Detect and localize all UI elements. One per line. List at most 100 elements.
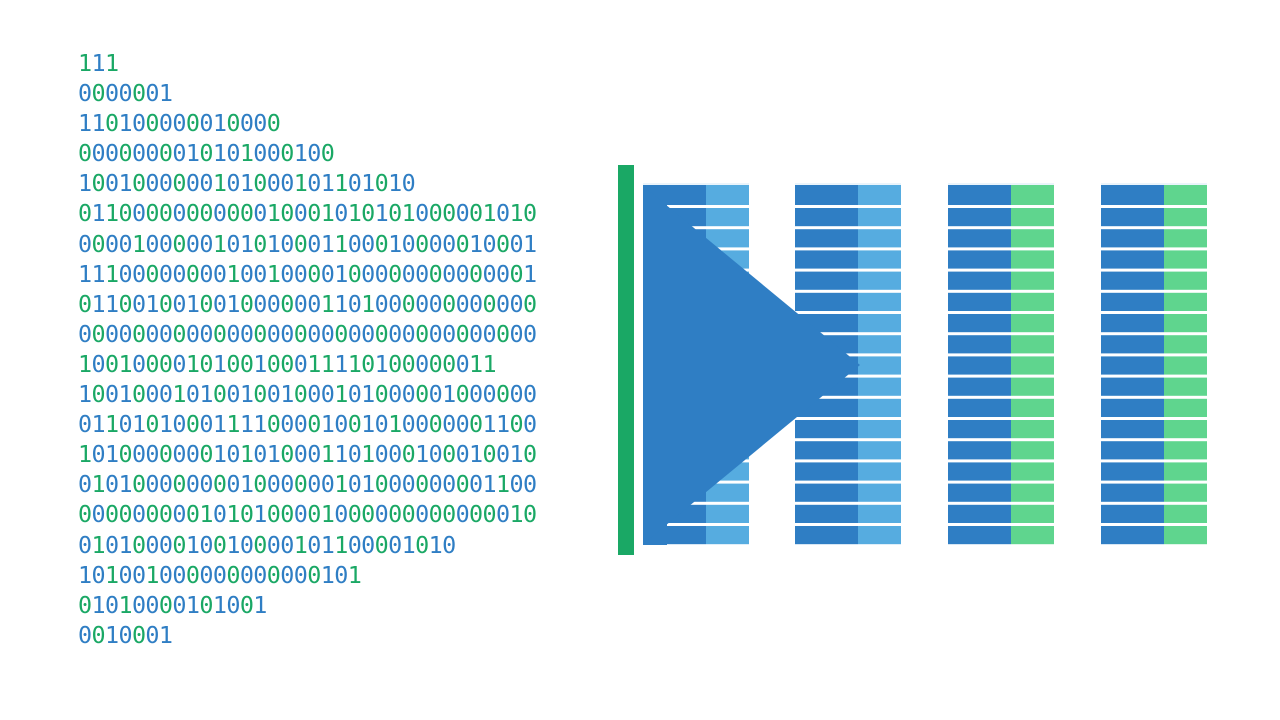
binary-digit: 0 — [280, 500, 294, 529]
binary-digit: 0 — [131, 440, 146, 469]
binary-digit: 1 — [361, 169, 375, 198]
binary-digit: 0 — [199, 229, 213, 258]
binary-digit: 1 — [361, 440, 375, 469]
binary-digit: 1 — [239, 380, 254, 409]
binary-digit: 1 — [307, 349, 321, 378]
binary-digit: 0 — [469, 410, 483, 439]
column-stripe — [795, 395, 901, 399]
binary-digit: 0 — [469, 199, 483, 228]
binary-digit: 1 — [78, 109, 92, 138]
column-stripe — [1101, 268, 1207, 272]
binary-digit: 0 — [320, 470, 335, 499]
binary-digit: 0 — [280, 349, 294, 378]
binary-digit: 1 — [212, 229, 227, 258]
binary-digit: 0 — [158, 229, 173, 258]
binary-digit: 0 — [334, 500, 348, 529]
column-stripe — [795, 438, 901, 442]
binary-digit: 1 — [428, 530, 443, 559]
binary-digit: 1 — [91, 199, 105, 228]
binary-digit: 0 — [509, 380, 524, 409]
binary-digit: 0 — [118, 139, 132, 168]
binary-digit: 0 — [239, 500, 254, 529]
binary-digit: 0 — [428, 470, 443, 499]
binary-digit: 0 — [374, 530, 389, 559]
binary-digit: 0 — [145, 169, 159, 198]
column-accent-band — [1164, 183, 1207, 545]
binary-digit: 1 — [293, 530, 308, 559]
binary-digit: 0 — [482, 380, 497, 409]
binary-digit: 0 — [253, 229, 267, 258]
binary-digit: 0 — [347, 289, 362, 318]
binary-digit: 0 — [307, 199, 321, 228]
binary-digit: 0 — [253, 289, 267, 318]
binary-digit: 0 — [347, 500, 362, 529]
binary-digit: 0 — [145, 470, 159, 499]
binary-digit: 0 — [239, 530, 254, 559]
binary-digit: 0 — [226, 440, 240, 469]
binary-digit: 0 — [280, 169, 294, 198]
binary-digit: 1 — [131, 229, 146, 258]
binary-digit: 0 — [118, 500, 132, 529]
binary-digit: 0 — [280, 139, 294, 168]
binary-digit: 0 — [415, 289, 429, 318]
binary-digit: 0 — [347, 319, 362, 348]
binary-digit: 1 — [496, 470, 510, 499]
binary-digit: 0 — [158, 169, 173, 198]
column-top-edge — [795, 183, 901, 185]
binary-digit: 0 — [496, 229, 510, 258]
binary-digit: 0 — [401, 500, 416, 529]
binary-digit: 0 — [91, 169, 105, 198]
binary-digit: 0 — [91, 500, 105, 529]
binary-digit: 0 — [131, 470, 146, 499]
binary-digit: 0 — [131, 500, 146, 529]
binary-digit: 0 — [509, 410, 524, 439]
binary-digit: 0 — [482, 500, 497, 529]
binary-digit: 0 — [131, 199, 146, 228]
binary-digit: 1 — [334, 380, 348, 409]
binary-digit: 0 — [455, 229, 470, 258]
binary-digit: 0 — [104, 590, 119, 619]
binary-digit: 0 — [118, 440, 132, 469]
binary-digit: 1 — [522, 259, 537, 288]
binary-digit: 1 — [320, 289, 335, 318]
binary-line: 0000000000000000000000000000000000 — [78, 319, 537, 349]
binary-digit: 0 — [415, 229, 429, 258]
binary-digit: 0 — [307, 530, 321, 559]
binary-digit: 0 — [509, 319, 524, 348]
binary-digit: 0 — [334, 560, 348, 589]
binary-digit: 1 — [226, 410, 240, 439]
binary-digit: 1 — [280, 380, 294, 409]
binary-digit: 0 — [374, 259, 389, 288]
column-stripe — [948, 544, 1054, 548]
binary-digit: 0 — [253, 259, 267, 288]
binary-digit: 0 — [401, 440, 416, 469]
binary-digit: 0 — [118, 560, 132, 589]
binary-digit: 0 — [455, 500, 470, 529]
binary-digit: 1 — [158, 410, 173, 439]
binary-digit: 0 — [361, 500, 375, 529]
column-stripe — [948, 501, 1054, 505]
binary-digit: 1 — [104, 560, 119, 589]
binary-digit: 1 — [185, 590, 200, 619]
column-stripe — [667, 501, 749, 505]
binary-digit: 0 — [280, 470, 294, 499]
binary-digit: 0 — [415, 349, 429, 378]
binary-digit: 0 — [131, 79, 146, 108]
binary-line: 110100000010000 — [78, 108, 536, 138]
binary-line: 111 — [78, 48, 536, 78]
binary-digit: 1 — [185, 139, 200, 168]
binary-digit: 0 — [361, 259, 375, 288]
binary-digit: 0 — [293, 410, 308, 439]
binary-digit: 0 — [199, 289, 213, 318]
binary-digit: 1 — [104, 620, 119, 649]
binary-digit: 0 — [172, 169, 186, 198]
binary-digit: 0 — [307, 440, 321, 469]
binary-digit: 0 — [442, 349, 456, 378]
binary-digit: 0 — [347, 380, 362, 409]
binary-digit: 0 — [401, 289, 416, 318]
binary-digit: 0 — [131, 259, 146, 288]
binary-digit: 0 — [172, 319, 186, 348]
binary-digit: 0 — [455, 349, 470, 378]
binary-digit: 0 — [415, 259, 429, 288]
binary-digit: 0 — [374, 229, 389, 258]
